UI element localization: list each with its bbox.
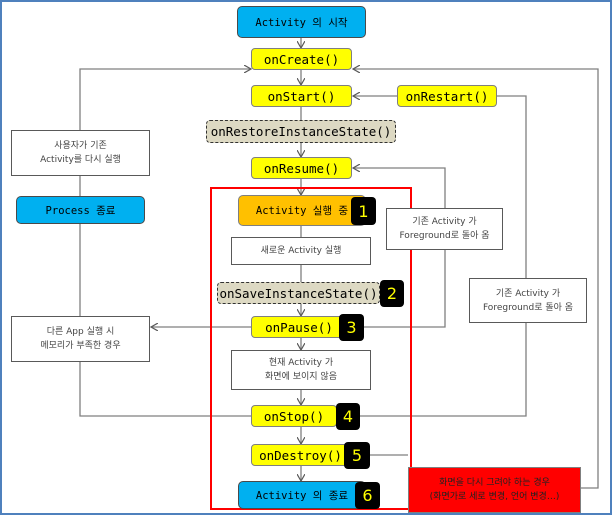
node-on-stop: onStop() (251, 405, 337, 427)
note-foreground-return-a: 기존 Activity 가 Foreground로 돌아 옴 (386, 208, 503, 250)
note-foreground-b-line1: 기존 Activity 가 (495, 288, 561, 299)
loop-stop-to-process (79, 362, 251, 417)
node-on-resume: onResume() (251, 157, 352, 179)
note-not-visible-line1: 현재 Activity 가 (268, 358, 334, 368)
note-low-memory-line1: 다른 App 실행 시 (46, 327, 115, 337)
node-process-killed: Process 종료 (16, 196, 145, 224)
note-user-reruns: 사용자가 기존 Activity를 다시 실행 (11, 130, 150, 176)
note-not-visible-line2: 화면에 보이지 않음 (265, 372, 337, 382)
node-on-restore-instance-state: onRestoreInstanceState() (206, 120, 396, 143)
note-user-reruns-line1: 사용자가 기존 (54, 141, 107, 151)
note-foreground-a-line2: Foreground로 돌아 옴 (399, 231, 490, 241)
node-on-pause: onPause() (251, 316, 347, 338)
step-badge-3: 3 (339, 314, 364, 341)
loop-pause-to-resume (353, 168, 446, 208)
node-on-create: onCreate() (251, 48, 352, 70)
note-low-memory-line2: 메모리가 부족한 경우 (40, 341, 121, 351)
loop-process-to-create (79, 69, 251, 130)
note-user-reruns-line2: Activity를 다시 실행 (40, 155, 121, 165)
note-redraw-line1: 화면을 다시 그려야 하는 경우 (439, 478, 550, 488)
note-foreground-a-line1: 기존 Activity 가 (412, 217, 477, 227)
step-badge-4: 4 (336, 403, 360, 430)
node-on-save-instance-state: onSaveInstanceState() (217, 282, 380, 304)
note-foreground-b-line2: Foreground로 돌아 옴 (482, 302, 574, 313)
node-on-restart: onRestart() (397, 85, 497, 107)
note-new-activity: 새로운 Activity 실행 (231, 237, 371, 265)
node-activity-running: Activity 실행 중 (238, 195, 366, 226)
node-on-start: onStart() (251, 85, 352, 107)
node-on-destroy: onDestroy() (251, 444, 350, 466)
note-not-visible: 현재 Activity 가 화면에 보이지 않음 (231, 350, 371, 390)
loop-redraw-to-create (353, 69, 599, 489)
highlight-frame (210, 187, 412, 510)
node-activity-start: Activity 의 시작 (237, 6, 366, 38)
step-badge-1: 1 (351, 197, 376, 225)
node-activity-end: Activity 의 종료 (238, 481, 366, 509)
note-redraw-line2: (화면가로 세로 변경, 언어 변경…) (429, 492, 560, 502)
step-badge-6: 6 (355, 482, 380, 509)
note-screen-redraw: 화면을 다시 그려야 하는 경우 (화면가로 세로 변경, 언어 변경…) (408, 467, 581, 513)
note-foreground-return-b: 기존 Activity 가 Foreground로 돌아 옴 (469, 278, 587, 323)
note-low-memory: 다른 App 실행 시 메모리가 부족한 경우 (11, 316, 150, 362)
step-badge-2: 2 (380, 280, 404, 307)
loop-stop-to-restart (360, 323, 527, 417)
step-badge-5: 5 (344, 442, 370, 469)
